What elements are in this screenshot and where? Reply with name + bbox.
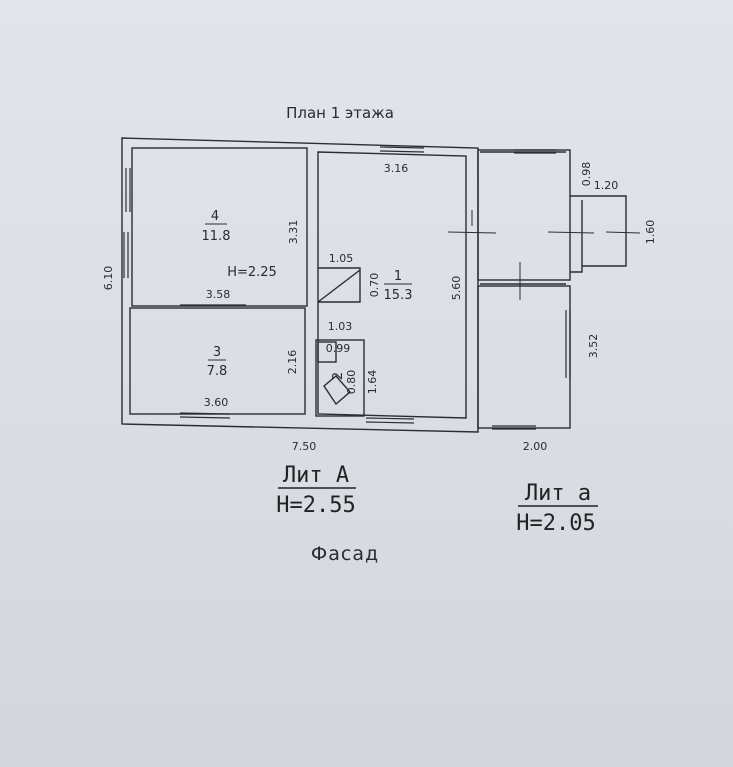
room-1-outline: [317, 151, 467, 419]
dim-veranda-bottom: 2.00: [523, 440, 548, 453]
facade-label: Фасад: [311, 543, 379, 565]
room-4-number: 4: [211, 209, 219, 224]
porch-outline: [570, 195, 627, 273]
room-labels: 4 11.8 H=2.25 3 7.8 1 15.3 2: [202, 209, 413, 380]
dim-room4-right: 3.31: [287, 220, 300, 245]
lit-a-name: Лит а: [525, 481, 591, 506]
dim-room3-bottom: 3.60: [204, 396, 229, 409]
door-marks: [447, 210, 641, 300]
lit-a-label: Лит а H=2.05: [516, 481, 598, 536]
lit-A-label: Лит А H=2.55: [276, 463, 356, 518]
windows: [123, 146, 571, 430]
dim-top-room1: 3.16: [384, 162, 409, 175]
room-1-number: 1: [394, 269, 402, 284]
dim-porch-right: 1.60: [644, 220, 657, 245]
dim-room1-step-h: 0.70: [368, 273, 381, 298]
dim-porch-depth: 0.98: [580, 162, 593, 187]
dim-room4-bottom: 3.58: [206, 288, 231, 301]
dim-room2-right: 1.64: [366, 370, 379, 395]
dim-room2-small-h: 0.80: [345, 370, 358, 395]
room-4-outline: [131, 147, 308, 307]
dim-room1-step-w: 1.05: [329, 252, 354, 265]
dim-porch-width: 1.20: [594, 179, 619, 192]
lit-a-height: H=2.05: [516, 511, 595, 536]
room-4-height: H=2.25: [227, 265, 277, 280]
room-3-area: 7.8: [207, 364, 228, 379]
dim-room1-right: 5.60: [450, 276, 463, 301]
dim-room2-small-w: 0.99: [326, 342, 351, 355]
lit-A-height: H=2.55: [276, 493, 355, 518]
room-1-area: 15.3: [384, 288, 413, 303]
dim-left-total: 6.10: [102, 266, 115, 291]
plan-title: План 1 этажа: [286, 104, 394, 122]
dim-room3-right: 2.16: [286, 350, 299, 375]
dimensions: 3.16 3.31 3.58 6.10 1.05 0.70 5.60 1.03 …: [102, 162, 657, 453]
veranda-lower-outline: [477, 285, 571, 429]
dim-veranda-right: 3.52: [587, 334, 600, 359]
dim-total-width: 7.50: [292, 440, 317, 453]
lit-A-name: Лит А: [283, 463, 349, 488]
veranda-upper-outline: [477, 149, 571, 281]
walls: [121, 137, 627, 433]
dim-room2-top: 1.03: [328, 320, 353, 333]
room-2-outline: [315, 339, 365, 417]
room-3-number: 3: [213, 345, 221, 360]
room-4-area: 11.8: [202, 229, 231, 244]
room-2-number: 2: [331, 372, 346, 380]
